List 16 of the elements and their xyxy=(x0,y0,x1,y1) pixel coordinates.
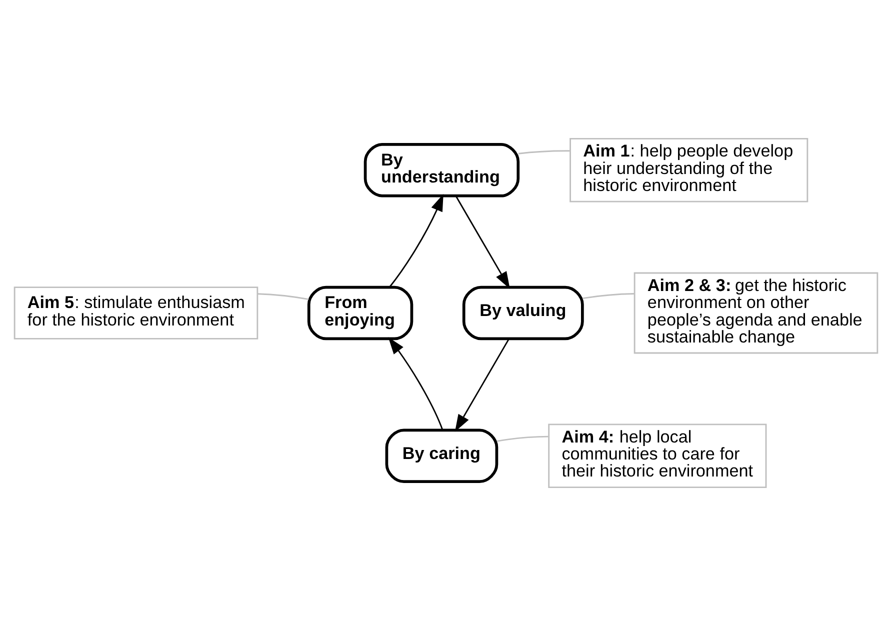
node-box: Aim 1: help people develop heir understanding of the historic environment xyxy=(570,138,808,202)
node-box: Aim 5: stimulate enthusiasm for the historic environment xyxy=(14,286,258,339)
connector xyxy=(258,292,309,300)
node-box: By valuing xyxy=(462,285,584,340)
connector xyxy=(518,150,570,154)
node-box: By understanding xyxy=(364,142,520,197)
node-box: From enjoying xyxy=(307,285,414,340)
arrow xyxy=(389,193,444,287)
arrow xyxy=(454,338,510,432)
node-box: By caring xyxy=(385,428,498,482)
node-box: Aim 4: help local communities to care for their historic environment xyxy=(548,423,767,488)
arrow xyxy=(388,336,444,430)
node-box: Aim 2 & 3: get the historic environment on other people’s agenda and enable sustainable change xyxy=(634,272,878,354)
connector xyxy=(496,435,548,442)
connector xyxy=(582,292,634,299)
arrow xyxy=(455,195,510,288)
